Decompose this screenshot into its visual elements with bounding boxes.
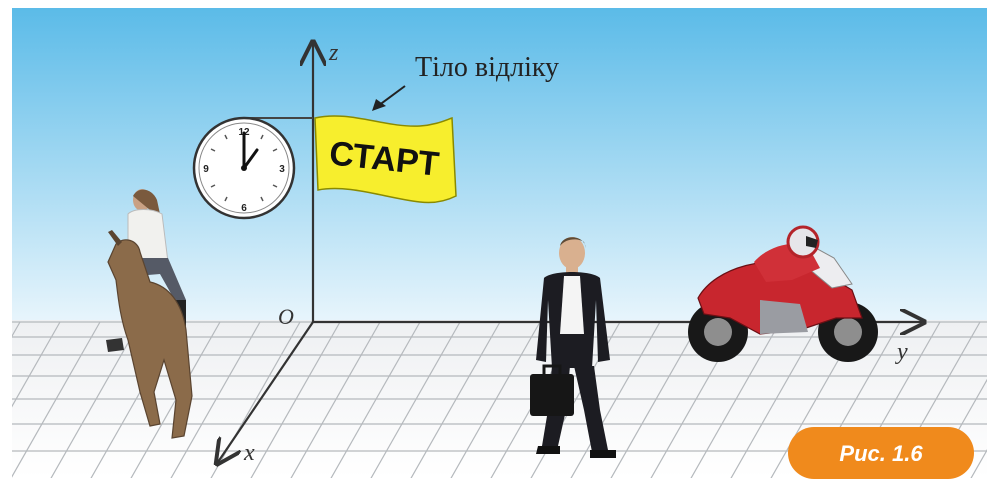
clock-number-6: 6 bbox=[241, 203, 247, 214]
clock-number-9: 9 bbox=[203, 164, 209, 175]
figure-badge: Рис. 1.6 bbox=[788, 427, 974, 479]
reference-body-caption: Тіло відліку bbox=[415, 52, 559, 83]
briefcase-icon bbox=[530, 374, 574, 416]
y-axis-label: y bbox=[895, 339, 908, 365]
figure-label: Рис. 1.6 bbox=[839, 441, 923, 466]
x-axis-label: x bbox=[243, 440, 255, 466]
z-axis-label: z bbox=[328, 40, 339, 66]
clock-number-3: 3 bbox=[279, 164, 285, 175]
origin-label: O bbox=[278, 304, 294, 329]
